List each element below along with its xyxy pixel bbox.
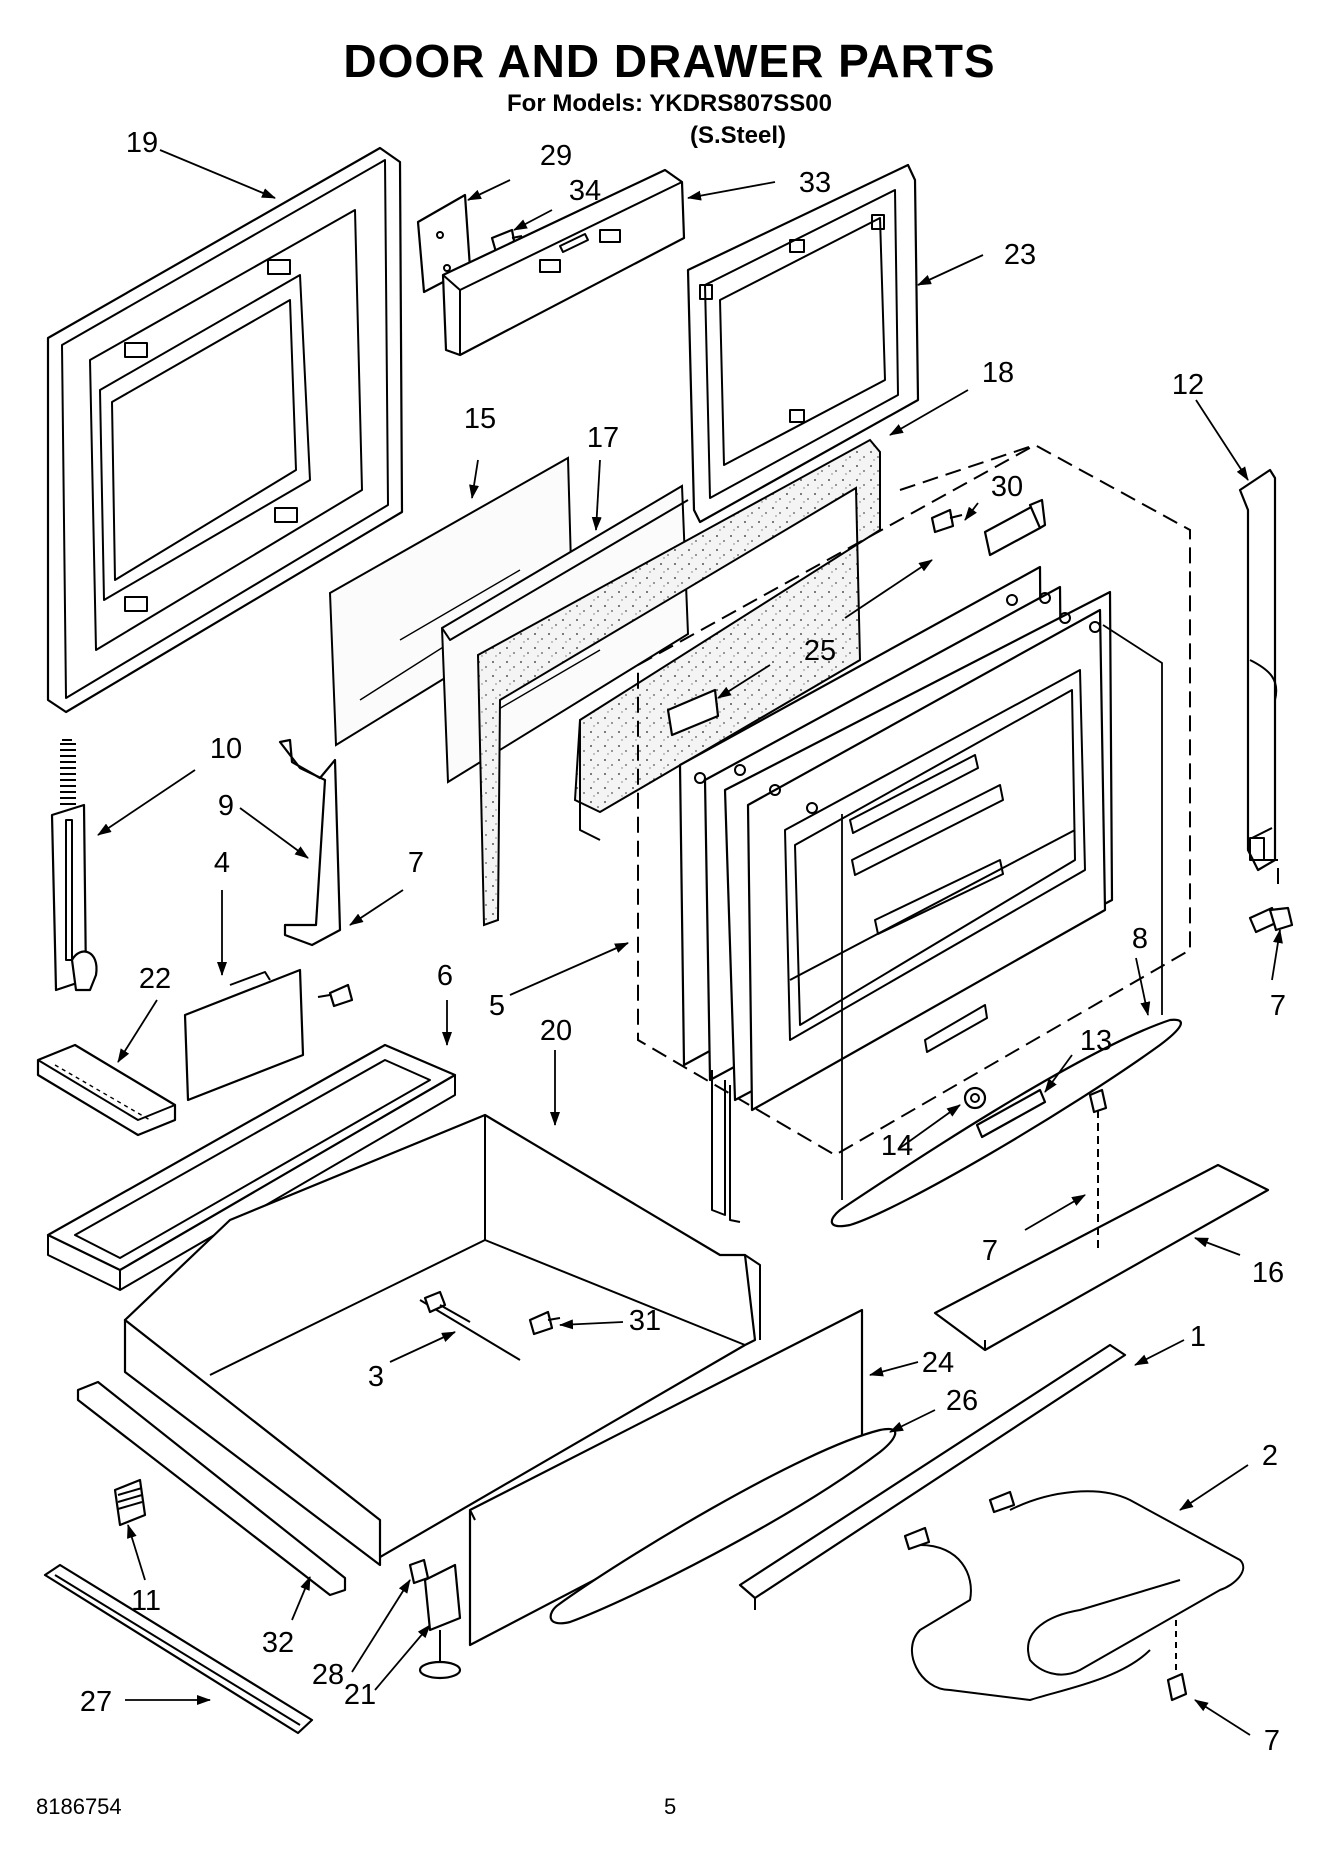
callout-7-a: 7 <box>408 847 424 879</box>
callout-10: 10 <box>210 733 242 765</box>
callout-3: 3 <box>368 1361 384 1393</box>
callout-8: 8 <box>1132 923 1148 955</box>
callout-16: 16 <box>1252 1257 1284 1289</box>
callout-14: 14 <box>881 1130 913 1162</box>
drawer-rear-panel <box>76 1380 347 1597</box>
callout-7-c: 7 <box>982 1235 998 1267</box>
hinge-screw-right <box>1248 859 1294 934</box>
callout-26: 26 <box>946 1385 978 1417</box>
screw-7-b <box>1088 1088 1108 1250</box>
screw-7-a <box>317 983 354 1008</box>
callout-7-b: 7 <box>1270 990 1286 1022</box>
vent-channel <box>441 168 686 357</box>
leader-lines <box>97 149 1283 1736</box>
hinge-support <box>278 738 342 947</box>
hinge-receptacle-30 <box>983 498 1047 557</box>
drawer-rail <box>738 1343 1127 1610</box>
drawer-shield <box>183 968 305 1102</box>
door-handle <box>975 1088 1047 1139</box>
document-number: 8186754 <box>36 1794 122 1819</box>
callout-24: 24 <box>922 1347 954 1379</box>
callout-31: 31 <box>629 1305 661 1337</box>
callout-27: 27 <box>80 1686 112 1718</box>
screw-7-c <box>1166 1620 1188 1702</box>
callout-7-d: 7 <box>1264 1725 1280 1757</box>
callout-28: 28 <box>312 1659 344 1691</box>
door-hinge <box>50 739 98 992</box>
callout-17: 17 <box>587 422 619 454</box>
door-hinge-arm <box>1238 468 1278 872</box>
drawer-vent <box>933 1163 1270 1352</box>
callout-15: 15 <box>464 403 496 435</box>
callout-9: 9 <box>218 790 234 822</box>
callout-13: 13 <box>1080 1025 1112 1057</box>
models-line: For Models: YKDRS807SS00 <box>507 90 832 117</box>
finish-label: (S.Steel) <box>690 122 787 149</box>
callout-12: 12 <box>1172 369 1204 401</box>
drawer-glide <box>113 1478 147 1527</box>
hinge-receptacle-25 <box>666 688 720 737</box>
screw-31 <box>528 1310 561 1336</box>
drawer-body <box>123 1113 761 1567</box>
inner-door-liner <box>686 163 920 524</box>
callout-30: 30 <box>991 471 1023 503</box>
callout-1: 1 <box>1190 1321 1206 1353</box>
page-number: 5 <box>664 1794 677 1819</box>
callout-19: 19 <box>126 127 158 159</box>
callout-29: 29 <box>540 140 572 172</box>
callout-4: 4 <box>214 847 230 879</box>
drawer-gasket <box>549 1427 897 1625</box>
door-insulation <box>476 438 881 927</box>
callout-5: 5 <box>489 990 505 1022</box>
callout-11: 11 <box>131 1585 161 1617</box>
drawer-sensor <box>419 1290 521 1361</box>
outer-door-panel <box>46 146 404 714</box>
callout-32: 32 <box>262 1627 294 1659</box>
callout-2: 2 <box>1262 1440 1278 1472</box>
bake-element <box>903 1490 1245 1701</box>
callout-33: 33 <box>799 167 831 199</box>
callout-23: 23 <box>1004 239 1036 271</box>
page-title: DOOR AND DRAWER PARTS <box>343 35 996 87</box>
door-frame-layers <box>678 565 1114 1223</box>
callout-21: 21 <box>344 1679 376 1711</box>
screw-30 <box>930 508 963 534</box>
guide-line-right <box>1102 624 1163 1015</box>
callout-labels: 19 29 34 33 23 18 12 15 17 30 25 10 9 4 … <box>80 127 1286 1757</box>
callout-18: 18 <box>982 357 1014 389</box>
leveling-leg <box>418 1563 462 1680</box>
callout-25: 25 <box>804 635 836 667</box>
callout-6: 6 <box>437 960 453 992</box>
callout-22: 22 <box>139 963 171 995</box>
drawer-slide <box>43 1563 314 1735</box>
callout-34: 34 <box>569 175 601 207</box>
drawer-bracket-22 <box>36 1043 177 1137</box>
door-assembly-outline <box>637 443 1191 1157</box>
door-knob <box>963 1086 987 1110</box>
callout-20: 20 <box>540 1015 572 1047</box>
